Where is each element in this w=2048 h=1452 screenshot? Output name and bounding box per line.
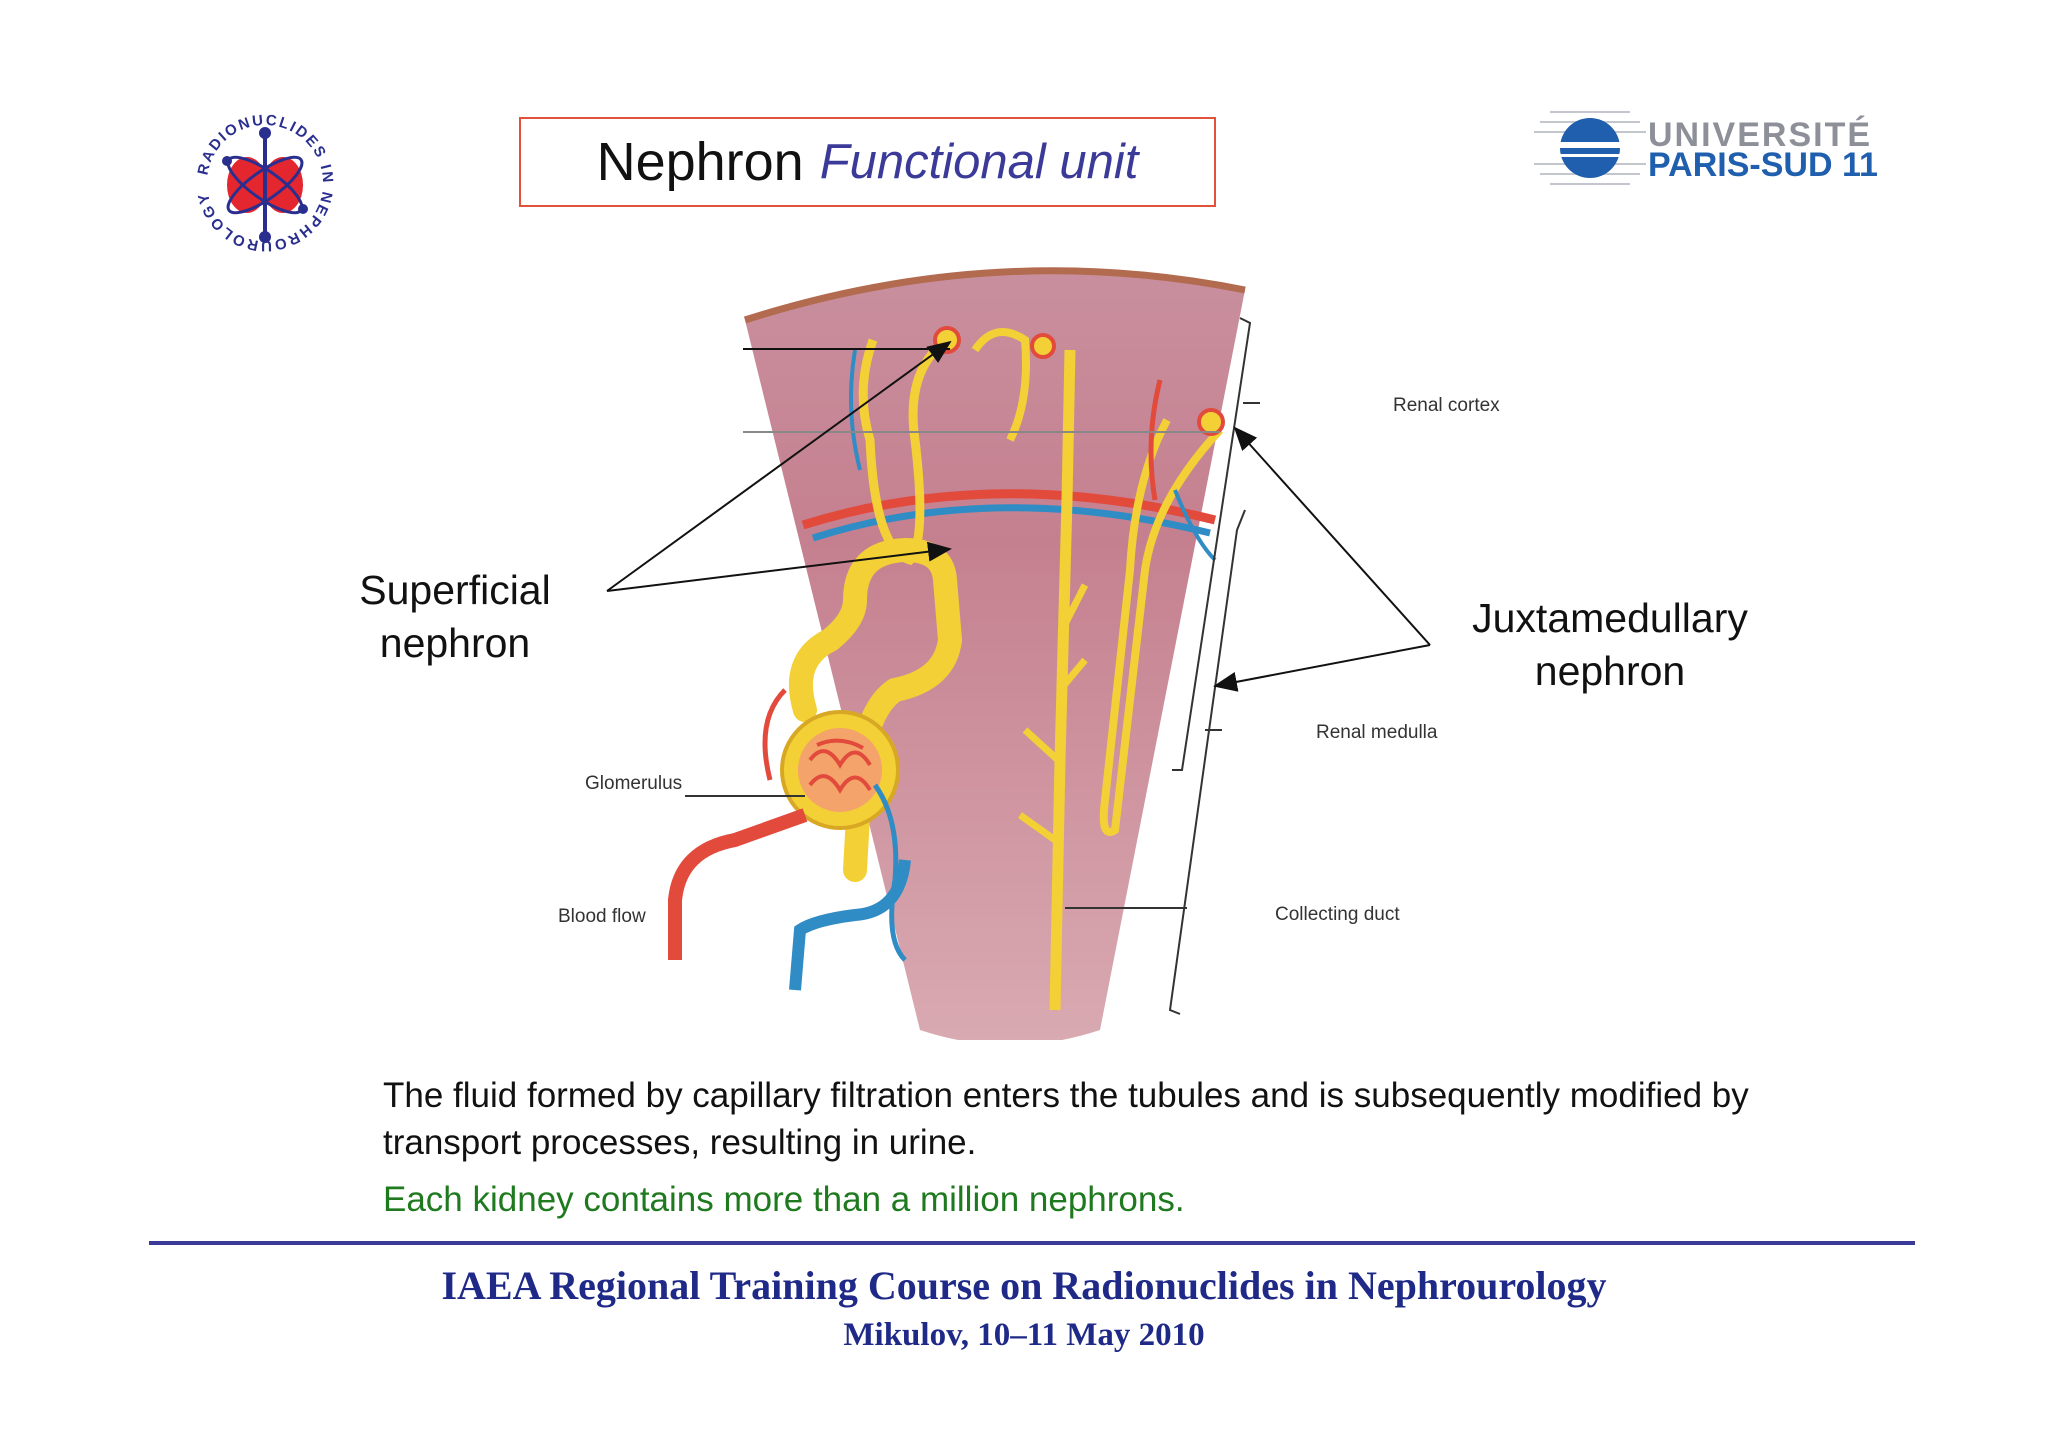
title-main: Nephron [596, 132, 804, 192]
footer-divider [149, 1241, 1915, 1245]
university-campus: PARIS-SUD 11 [1648, 146, 1878, 184]
university-name: UNIVERSITÉ [1648, 116, 1873, 154]
footer-date-location: Mikulov, 10–11 May 2010 [843, 1317, 1205, 1353]
renal-vein [789, 859, 911, 991]
body-paragraph: The fluid formed by capillary filtration… [383, 1076, 1749, 1162]
label-blood-flow: Blood flow [558, 906, 646, 927]
juxtamedullary-line2: nephron [1534, 648, 1686, 694]
label-collecting-duct: Collecting duct [1275, 904, 1400, 925]
footer-course-title: IAEA Regional Training Course on Radionu… [441, 1263, 1607, 1308]
label-renal-medulla: Renal medulla [1316, 722, 1438, 743]
slide-title: Nephron Functional unit [519, 117, 1216, 207]
label-glomerulus: Glomerulus [585, 773, 683, 794]
juxtamedullary-line1: Juxtamedullary [1472, 595, 1748, 641]
superficial-nephron-callout: Superficial nephron [330, 564, 580, 670]
body-highlight: Each kidney contains more than a million… [383, 1180, 1185, 1219]
superficial-line2: nephron [379, 620, 531, 666]
iscorn-logo: RADIONUCLIDES IN NEPHROUROLOGY · ISCORN … [178, 90, 345, 263]
label-renal-cortex: Renal cortex [1393, 395, 1500, 416]
afferent-artery [668, 808, 808, 960]
universite-logo [1530, 92, 1910, 204]
juxtamedullary-nephron-callout: Juxtamedullary nephron [1440, 592, 1780, 698]
title-subtitle: Functional unit [819, 135, 1139, 189]
superficial-line1: Superficial [359, 567, 551, 613]
